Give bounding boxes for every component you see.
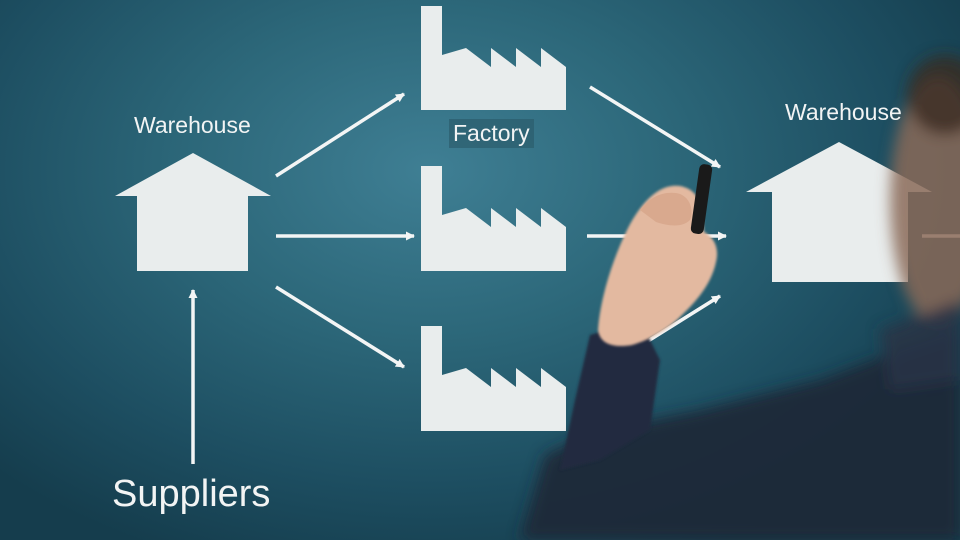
arrow-factory-bottom-to-warehouse	[591, 294, 721, 378]
arrow-warehouse-to-factory-top	[275, 92, 405, 178]
suppliers-label: Suppliers	[112, 473, 271, 515]
factory-bottom-icon	[421, 326, 566, 431]
warehouse-left-label: Warehouse	[134, 112, 251, 138]
warehouse-left-icon	[115, 153, 271, 271]
factory-top-icon	[421, 6, 566, 110]
arrow-factory-top-to-warehouse	[589, 85, 721, 169]
factory-label: Factory	[449, 119, 534, 148]
factory-middle-icon	[421, 166, 566, 271]
warehouse-right-icon	[746, 142, 932, 282]
arrow-warehouse-to-factory-bottom	[275, 285, 405, 369]
warehouse-right-label: Warehouse	[785, 99, 902, 125]
